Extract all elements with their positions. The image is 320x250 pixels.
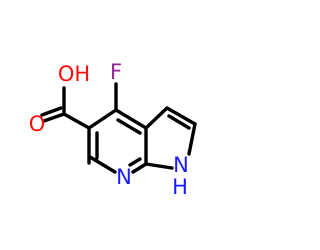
- bond-c4-c3a-inner: [116, 118, 142, 135]
- bond-n1-c7a: [144, 162, 174, 170]
- molecule-drawing: F OH O N N H: [29, 60, 197, 199]
- bond-c7a-n7-inner: [128, 157, 142, 167]
- fluorine-atom-label: F: [110, 60, 122, 84]
- hydroxyl-atom-label: OH: [58, 62, 90, 86]
- bond-carboxyl-o: [42, 112, 66, 123]
- structure-canvas: F OH O N N H: [28, 60, 197, 199]
- bond-c7a-n7: [131, 162, 148, 174]
- bond-c5-carboxyl: [62, 112, 91, 130]
- bond-c2-n1: [187, 122, 197, 156]
- bond-carboxyl-o-double: [40, 106, 63, 117]
- pyridine-nitrogen-label: N: [116, 165, 132, 189]
- pyrrole-nitrogen-label: N: [173, 153, 189, 177]
- bond-c4-c3a: [114, 108, 148, 130]
- pyrrole-hydrogen-label: H: [172, 175, 188, 199]
- bond-n7-c6: [88, 155, 117, 174]
- bond-c3a-c3: [144, 106, 169, 130]
- carbonyl-oxygen-label: O: [29, 112, 46, 136]
- bond-c3-c2-inner: [167, 114, 191, 130]
- bond-c3-c2: [165, 106, 197, 126]
- bond-c5-c4: [87, 108, 118, 130]
